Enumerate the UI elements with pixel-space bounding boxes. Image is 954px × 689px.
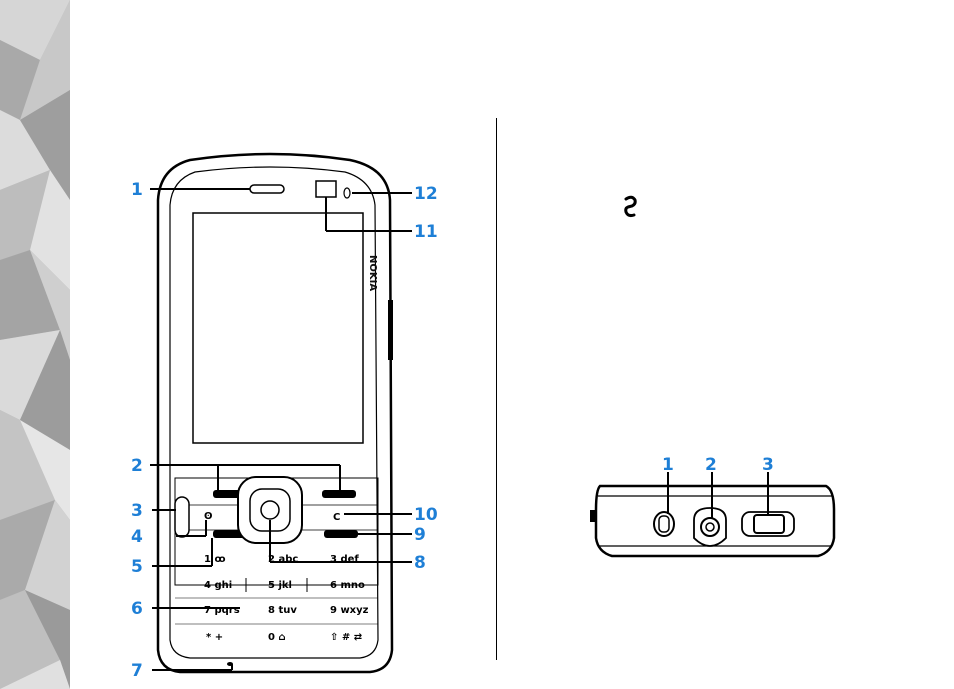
bottom-callout-2: 2 (705, 455, 717, 475)
usb-connector (754, 515, 784, 533)
bottom-callout-3: 3 (762, 455, 774, 475)
bottom-callout-1: 1 (662, 455, 674, 475)
